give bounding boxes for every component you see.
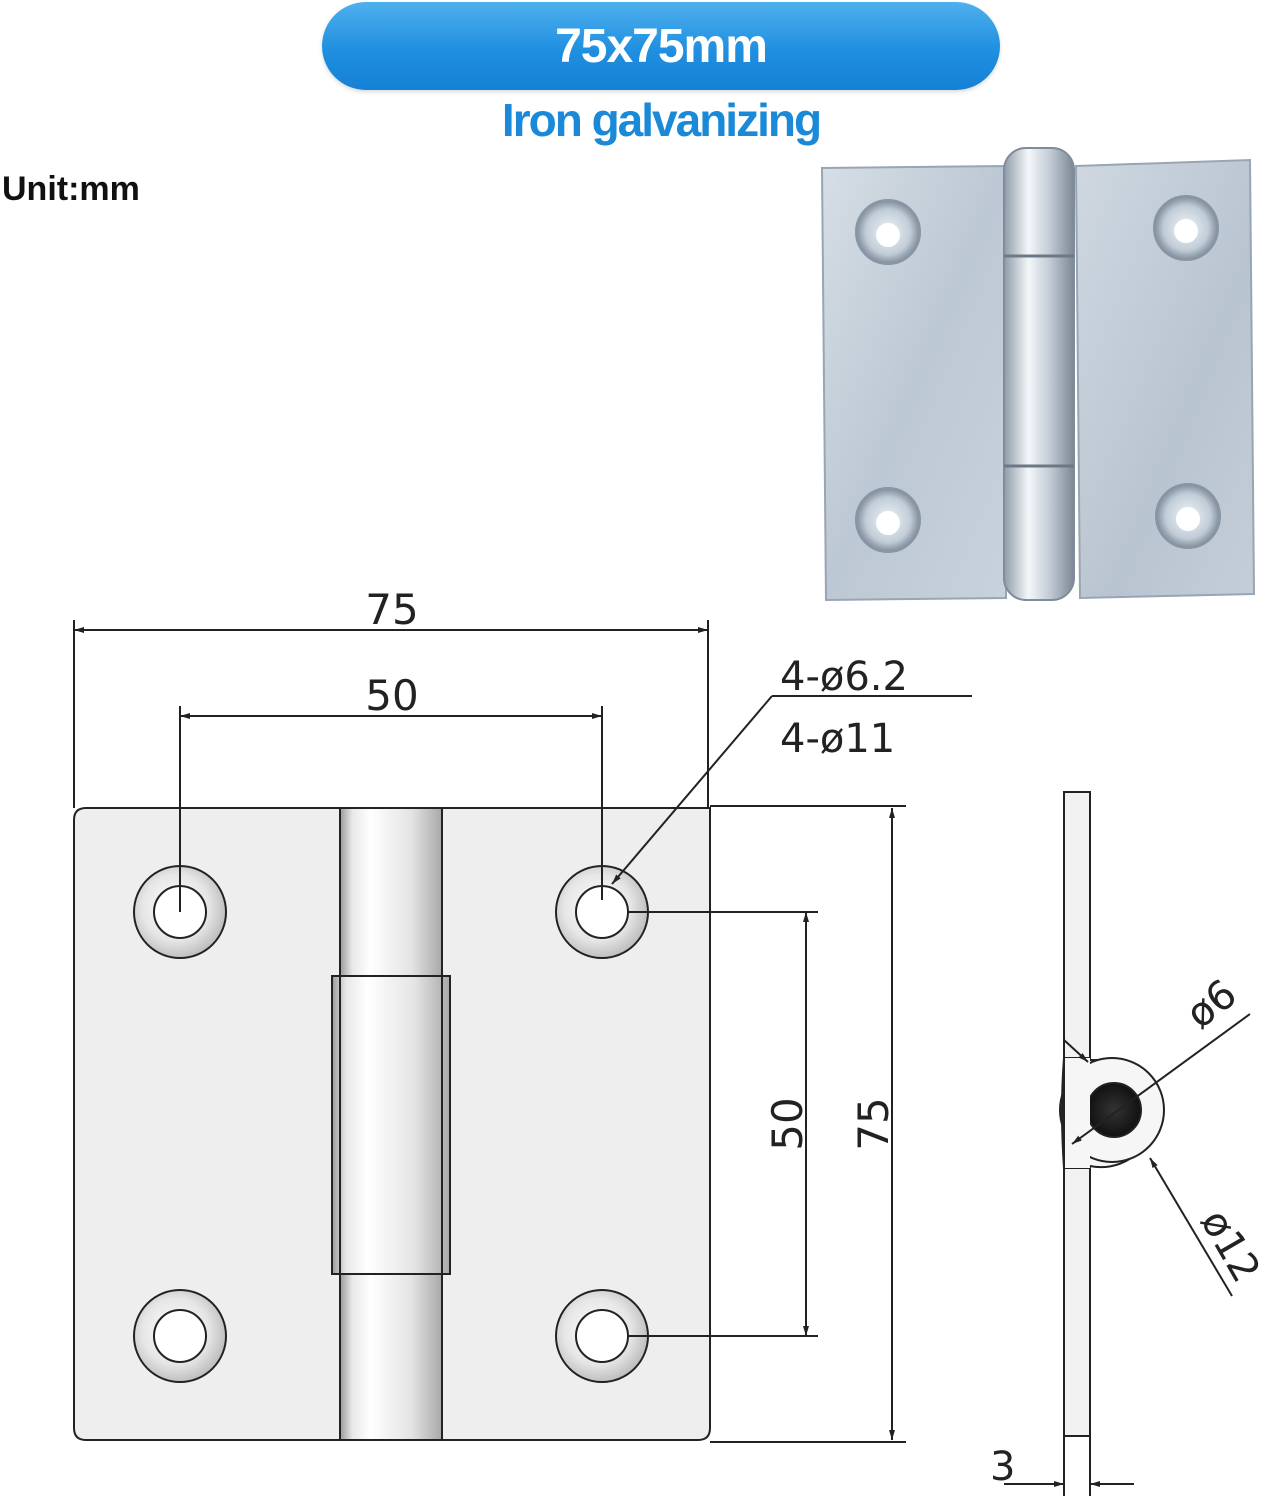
mounting-hole xyxy=(555,1289,649,1383)
side-plate-bottom xyxy=(1063,1167,1091,1437)
hole-photo xyxy=(1153,195,1219,261)
product-photo xyxy=(812,147,1284,610)
hole-spec-small-label: 4-ø6.2 xyxy=(780,654,908,700)
left-leaf-photo xyxy=(820,164,1007,602)
knuckle-photo xyxy=(1003,147,1075,601)
hole-photo xyxy=(855,487,921,553)
pin-diameter-leader xyxy=(1071,1013,1251,1145)
knuckle-bottom xyxy=(339,1273,443,1441)
overall-width-label: 75 xyxy=(365,585,418,634)
vertical-spacing-label: 50 xyxy=(763,1097,812,1150)
side-view xyxy=(1004,791,1251,1496)
front-view xyxy=(73,620,972,1443)
size-title-banner: 75x75mm xyxy=(322,2,1000,90)
unit-label: Unit:mm xyxy=(2,170,140,208)
knuckle-top xyxy=(339,807,443,977)
right-leaf-photo xyxy=(1074,158,1256,600)
hole-spec-large-label: 4-ø11 xyxy=(780,716,895,762)
material-subtitle: Iron galvanizing xyxy=(501,94,822,146)
knuckle-middle xyxy=(331,975,451,1275)
pin-diameter-label: ø6 xyxy=(1178,971,1246,1038)
thickness-label: 3 xyxy=(990,1444,1015,1490)
mounting-hole xyxy=(133,1289,227,1383)
side-plate-top xyxy=(1063,791,1091,1059)
overall-height-label: 75 xyxy=(849,1097,898,1150)
hole-spacing-label: 50 xyxy=(365,671,418,720)
size-title: 75x75mm xyxy=(555,19,768,73)
hole-photo xyxy=(855,199,921,265)
hole-photo xyxy=(1155,483,1221,549)
hole-spec-leader xyxy=(611,695,773,885)
knuckle-diameter-leader xyxy=(1149,1157,1233,1297)
hinge-pin xyxy=(1086,1082,1142,1138)
